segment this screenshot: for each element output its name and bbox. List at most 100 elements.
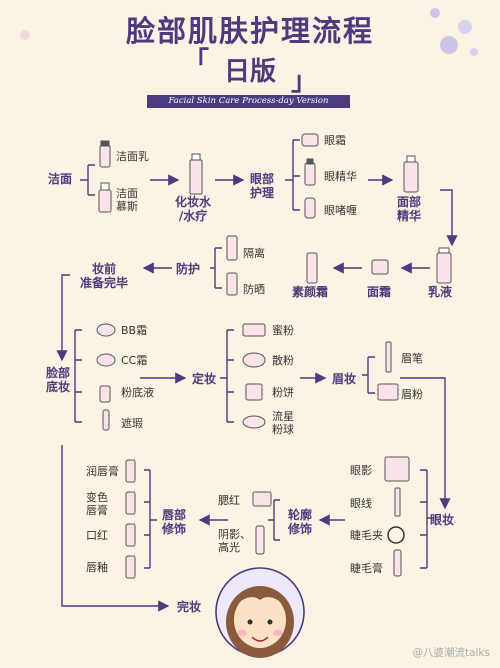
bracket-contour: [268, 499, 280, 541]
node-serum-label: 面部 精华: [397, 195, 422, 223]
item-cleanse-milk: 洁面乳: [116, 150, 149, 163]
tube-icon: [99, 144, 111, 168]
tube-icon: [306, 252, 318, 284]
item-lip-glaze: 唇釉: [86, 561, 108, 574]
bracket-protect: [210, 247, 222, 289]
lipstick-icon: [125, 523, 136, 547]
item-mascara: 睫毛膏: [350, 562, 383, 575]
arrow-brow-eye: [400, 377, 451, 510]
node-base-cream: 素颜霜: [292, 285, 329, 299]
item-powder-ball: 流星 粉球: [272, 410, 294, 436]
powder-ball-icon: [242, 415, 266, 429]
item-bb: BB霜: [121, 324, 148, 337]
node-contour-label: 轮廓 修饰: [288, 508, 313, 536]
node-toner: 化妆水 /水疗: [175, 195, 211, 223]
arrow-serum-lotion: [440, 189, 458, 247]
node-toner-label: 化妆水 /水疗: [175, 195, 212, 223]
node-pre-makeup-label: 妆前 准备完毕: [80, 262, 129, 290]
watermark: @八婆潮流talks: [412, 647, 490, 659]
decor-dot: [20, 30, 30, 40]
compact-icon: [96, 323, 116, 337]
palette-icon: [377, 383, 399, 401]
node-eyecare: 眼部 护理: [250, 172, 274, 200]
node-lip-label: 唇部 修饰: [162, 508, 187, 536]
item-honey-powder: 蜜粉: [272, 324, 294, 337]
item-eyeshadow: 眼影: [350, 464, 372, 477]
tube-icon: [226, 272, 238, 296]
palette-icon: [384, 456, 410, 482]
node-done: 完妆: [177, 600, 202, 614]
arrow-premakeup-base: [56, 274, 70, 362]
item-eye-essence: 眼精华: [324, 170, 357, 183]
node-contour: 轮廓 修饰: [288, 508, 312, 536]
lipstick-icon: [125, 459, 136, 483]
item-isolation: 隔离: [243, 247, 265, 260]
tube-icon: [304, 197, 316, 219]
lipstick-icon: [125, 555, 136, 579]
item-blush: 腮红: [218, 494, 240, 507]
subtitle-english: Facial Skin Care Process-day Version: [147, 95, 350, 108]
bracket-set: [220, 329, 234, 423]
jar-icon: [301, 133, 319, 147]
bottle-icon: [403, 161, 419, 193]
tube-icon: [226, 235, 238, 261]
node-brow: 眉妆: [332, 372, 357, 386]
bottle-icon: [99, 385, 111, 403]
node-pre-makeup: 妆前 准备完毕: [80, 262, 128, 290]
avatar: [215, 567, 305, 658]
item-pressed-powder: 粉饼: [272, 386, 294, 399]
bracket-base: [74, 329, 82, 423]
item-concealer: 遮瑕: [121, 417, 143, 430]
item-cc: CC霜: [121, 354, 148, 367]
decor-dot: [440, 36, 458, 54]
page-subtitle: 日版: [183, 45, 317, 99]
item-curler: 睫毛夹: [350, 529, 383, 542]
lipstick-icon: [125, 491, 136, 515]
node-cream: 面霜: [367, 285, 392, 299]
jar-icon: [242, 352, 266, 368]
bottle-icon: [189, 159, 203, 195]
compact-icon: [245, 383, 263, 401]
item-brow-powder: 眉粉: [401, 388, 423, 401]
bracket-cleanse: [80, 164, 95, 196]
item-brow-pencil: 眉笔: [401, 352, 423, 365]
bottle-icon: [304, 162, 316, 186]
bottle-icon: [98, 189, 112, 213]
node-protect: 防护: [176, 262, 201, 276]
node-lip: 唇部 修饰: [162, 508, 186, 536]
item-eyeliner: 眼线: [350, 497, 372, 510]
bottle-icon: [436, 252, 452, 284]
stick-icon: [255, 525, 265, 555]
item-lip-balm: 润唇膏: [86, 465, 119, 478]
bracket-brow: [362, 356, 375, 394]
curler-icon: [387, 526, 405, 544]
pencil-icon: [385, 341, 392, 373]
jar-icon: [371, 259, 389, 275]
compact-icon: [96, 353, 116, 367]
page-title: 脸部肌肤护理流程: [125, 14, 374, 48]
node-lotion: 乳液: [428, 285, 453, 299]
arrow-lip-done: [61, 445, 170, 612]
item-loose-powder: 散粉: [272, 354, 294, 367]
decor-dot: [430, 8, 440, 18]
mascara-icon: [393, 549, 402, 577]
item-highlight: 阴影、 高光: [218, 528, 251, 554]
node-base-makeup-label: 脸部 底妆: [46, 366, 71, 394]
item-cleanse-mousse: 洁面 慕斯: [116, 187, 138, 213]
node-serum: 面部 精华: [397, 195, 421, 223]
item-foundation: 粉底液: [121, 386, 154, 399]
bracket-eye: [420, 469, 433, 569]
item-color-balm: 变色 唇膏: [86, 491, 108, 517]
palette-icon: [242, 323, 266, 337]
node-set: 定妆: [192, 372, 217, 386]
item-eye-cream: 眼霜: [324, 134, 346, 147]
item-lipstick: 口红: [86, 529, 108, 542]
pencil-icon: [394, 487, 401, 517]
item-sunscreen: 防晒: [243, 283, 265, 296]
node-eye-makeup: 眼妆: [430, 513, 455, 527]
node-base-makeup: 脸部 底妆: [46, 366, 70, 394]
bracket-lip: [144, 469, 157, 569]
decor-dot: [458, 20, 472, 34]
